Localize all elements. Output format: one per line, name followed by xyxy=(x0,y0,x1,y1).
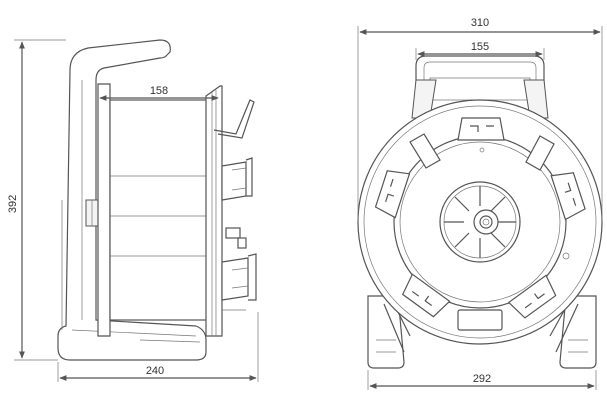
front-view: 310 155 292 xyxy=(357,17,603,390)
dim-front-handle: 155 xyxy=(415,41,545,60)
dim-label-155: 155 xyxy=(471,41,489,53)
dim-side-height: 392 xyxy=(7,39,66,361)
front-bracket-bottom-left xyxy=(401,273,451,318)
dim-label-392: 392 xyxy=(7,195,19,213)
front-base-right xyxy=(559,295,597,369)
front-hub-spokes xyxy=(444,186,516,258)
side-socket-lower xyxy=(221,257,249,301)
side-drum xyxy=(109,99,209,321)
dim-label-310: 310 xyxy=(471,17,489,29)
front-latch-left xyxy=(409,133,441,169)
side-left-flange xyxy=(97,83,111,337)
side-crank-arm xyxy=(213,99,255,139)
front-upright-right xyxy=(523,79,549,119)
side-view: 392 158 240 xyxy=(7,39,259,382)
dim-label-158: 158 xyxy=(150,85,168,97)
dim-side-drum: 158 xyxy=(99,85,219,101)
dim-label-292: 292 xyxy=(473,373,491,385)
dim-front-total: 310 xyxy=(357,17,603,222)
front-bracket-left xyxy=(374,170,411,219)
front-bracket-bottom-right xyxy=(507,274,557,319)
side-socket-upper xyxy=(221,161,247,201)
front-latch-right xyxy=(525,135,555,171)
front-bracket-right xyxy=(550,172,586,221)
side-right-flange xyxy=(205,85,223,337)
dim-front-base: 292 xyxy=(367,370,597,390)
front-base-left xyxy=(367,295,405,369)
dim-side-base: 240 xyxy=(57,312,259,382)
front-label-plate xyxy=(457,309,503,331)
front-hub-center xyxy=(473,209,499,235)
front-bracket-top xyxy=(457,117,505,153)
side-frame xyxy=(57,39,207,361)
dim-label-240: 240 xyxy=(146,365,164,377)
